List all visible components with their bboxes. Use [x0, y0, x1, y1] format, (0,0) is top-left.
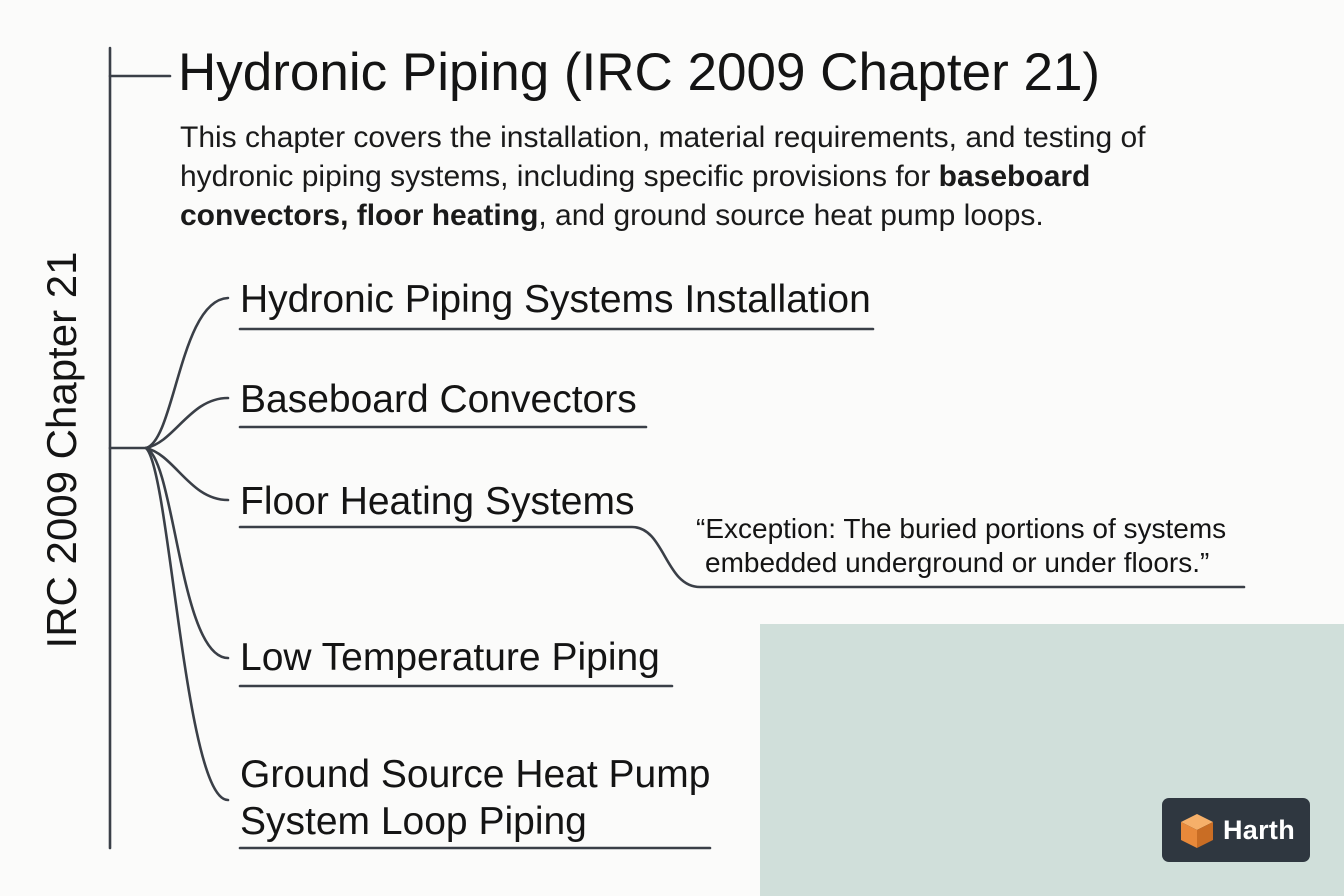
branch-floor-heating-systems: Floor Heating Systems — [240, 480, 635, 523]
branch-curve-3 — [144, 446, 230, 502]
description-highlight: baseboard convectors, floor heating — [180, 160, 1091, 232]
branch-curve-4 — [144, 446, 230, 660]
branch-ground-source-heat-pump: Ground Source Heat Pump System Loop Pipi… — [240, 751, 710, 845]
branch-baseboard-convectors: Baseboard Convectors — [240, 378, 637, 421]
branch-curve-2 — [144, 396, 230, 450]
branch-label-line-2: System Loop Piping — [240, 800, 587, 843]
branch-hydronic-piping-systems-installation: Hydronic Piping Systems Installation — [240, 278, 871, 321]
branch-low-temperature-piping: Low Temperature Piping — [240, 636, 660, 679]
description-text: This chapter covers the installation, ma… — [180, 121, 1146, 193]
exception-note-line-2: embedded underground or under floors.” — [705, 547, 1210, 578]
branch-curve-5 — [144, 446, 230, 802]
logo-text: Harth — [1222, 814, 1295, 845]
root-label: IRC 2009 Chapter 21 — [38, 251, 85, 649]
logo-badge: Harth — [1162, 798, 1310, 862]
description-text-end: , and ground source heat pump loops. — [538, 199, 1044, 232]
branch-curve-1 — [144, 296, 230, 450]
page-title: Hydronic Piping (IRC 2009 Chapter 21) — [178, 43, 1101, 102]
chapter-description: This chapter covers the installation, ma… — [180, 118, 1240, 235]
exception-note-line-1: “Exception: The buried portions of syste… — [696, 513, 1227, 544]
cube-icon — [1180, 814, 1213, 848]
exception-note: “Exception: The buried portions of syste… — [696, 512, 1256, 580]
branch-label-line-1: Ground Source Heat Pump — [240, 753, 711, 796]
underline-3 — [238, 525, 1246, 589]
